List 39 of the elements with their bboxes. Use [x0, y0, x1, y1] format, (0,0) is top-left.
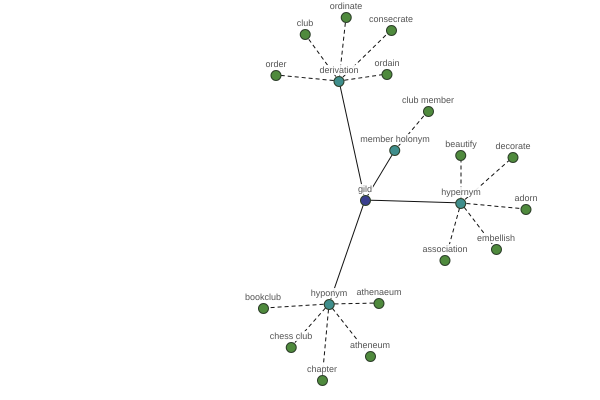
dashed-connector-line	[322, 309, 329, 375]
dashed-connector-line	[268, 304, 324, 308]
node-label: adorn	[513, 192, 539, 202]
node-label: hyponym	[310, 288, 348, 298]
node-label: hypernym	[440, 186, 482, 196]
node-label: bookclub	[244, 292, 282, 302]
node-label: club	[296, 18, 314, 28]
node-label: association	[421, 244, 469, 254]
connector-line	[340, 86, 364, 196]
node-label: ordinate	[328, 0, 364, 10]
node-label: derivation	[318, 64, 360, 74]
dashed-connector-line	[466, 203, 521, 209]
dashed-connector-line	[344, 74, 382, 81]
dashed-connector-line	[464, 160, 510, 200]
dashed-connector-line	[464, 206, 494, 246]
dashed-connector-line	[308, 38, 336, 77]
node-label: ordain	[373, 58, 401, 68]
dashed-connector-line	[281, 75, 334, 81]
node-label: beautify	[444, 138, 478, 148]
dashed-connector-line	[460, 160, 462, 198]
node-label: consecrate	[368, 14, 414, 24]
node-label: athenaeum	[355, 286, 403, 296]
node-label: member holonym	[359, 134, 431, 144]
dashed-connector-line	[339, 22, 346, 76]
node-label: embellish	[476, 232, 516, 242]
node-label: gild	[357, 184, 373, 194]
connector-line	[330, 204, 364, 300]
node-label: order	[264, 58, 288, 68]
node-label: decorate	[494, 140, 532, 150]
dashed-connector-line	[342, 33, 388, 78]
node-label: chess club	[268, 330, 314, 340]
connector-line	[370, 200, 456, 204]
dashed-connector-line	[334, 302, 374, 304]
node-label: atheneum	[348, 340, 392, 350]
dashed-connector-line	[398, 114, 425, 146]
node-label: club member	[400, 94, 456, 104]
connector-line	[367, 154, 393, 196]
dashed-connector-line	[294, 308, 326, 344]
node-label: chapter	[306, 364, 338, 374]
